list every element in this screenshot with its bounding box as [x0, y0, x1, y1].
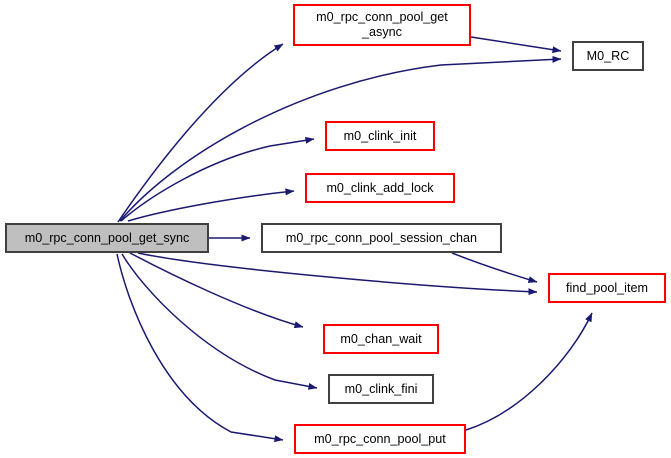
node-m0-rc[interactable]: M0_RC — [572, 41, 644, 71]
edge-session_chan-find_pool_item — [451, 252, 538, 283]
node-find-pool-item[interactable]: find_pool_item — [548, 273, 666, 303]
edge-get_async-m0_rc — [470, 36, 562, 54]
edge-get_sync-clink_init — [120, 136, 315, 222]
edge-get_sync-get_async — [117, 43, 284, 223]
node-m0-clink-add-lock[interactable]: m0_clink_add_lock — [305, 173, 455, 203]
edge-get_sync-find_pool_item — [137, 252, 538, 296]
node-m0-rpc-conn-pool-session-chan[interactable]: m0_rpc_conn_pool_session_chan — [261, 223, 502, 253]
edge-get_sync-clink_add_lock — [127, 188, 295, 222]
node-m0-clink-fini[interactable]: m0_clink_fini — [328, 374, 434, 404]
node-m0-chan-wait[interactable]: m0_chan_wait — [323, 324, 439, 354]
edge-get_sync-clink_fini — [121, 253, 318, 390]
edge-get_sync-m0_rc — [119, 55, 562, 222]
node-m0-rpc-conn-pool-get-sync[interactable]: m0_rpc_conn_pool_get_sync — [5, 223, 209, 253]
node-m0-rpc-conn-pool-get-async[interactable]: m0_rpc_conn_pool_get _async — [293, 4, 471, 46]
node-m0-clink-init[interactable]: m0_clink_init — [325, 121, 435, 151]
edge-pool_put-find_pool_item — [465, 312, 593, 431]
node-m0-rpc-conn-pool-put[interactable]: m0_rpc_conn_pool_put — [294, 424, 466, 454]
edge-get_sync-pool_put — [116, 253, 284, 443]
edge-get_sync-chan_wait — [129, 252, 304, 329]
